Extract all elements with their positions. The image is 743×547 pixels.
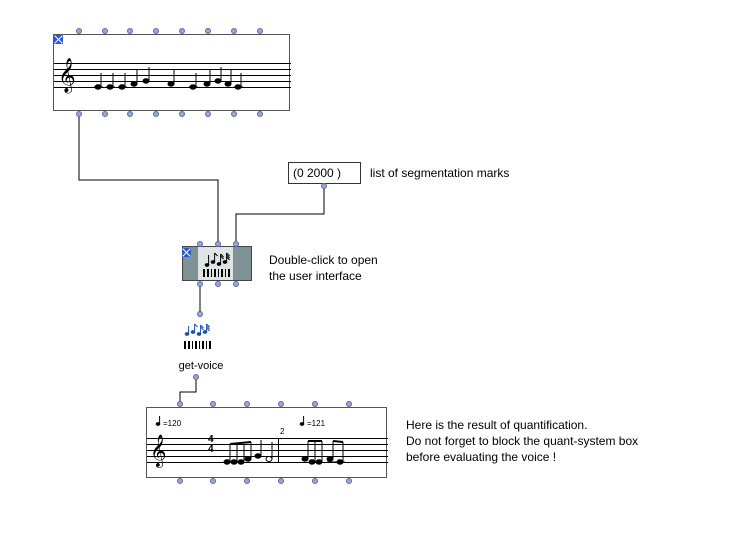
outlet[interactable] (346, 478, 352, 484)
inlet[interactable] (197, 241, 203, 247)
chord-seq-box[interactable]: 𝄞 (53, 34, 291, 111)
treble-clef-icon: 𝄞 (58, 58, 76, 94)
segmentation-list-value: (0 2000 ) (293, 166, 342, 180)
outlet[interactable] (197, 281, 203, 287)
inlet[interactable] (244, 401, 250, 407)
inlet[interactable] (76, 28, 82, 34)
inlet[interactable] (102, 28, 108, 34)
inlet[interactable] (197, 311, 203, 317)
lock-icon[interactable] (182, 248, 191, 257)
inlet[interactable] (179, 28, 185, 34)
outlet[interactable] (205, 111, 211, 117)
measure-number: 2 (280, 427, 285, 436)
segmentation-list-box[interactable]: (0 2000 ) (288, 162, 361, 184)
outlet[interactable] (102, 111, 108, 117)
get-voice-box[interactable]: get-voice (178, 320, 223, 374)
tempo-mark-2: =121 (307, 419, 326, 428)
quant-system-box[interactable] (182, 246, 252, 281)
inlet[interactable] (177, 401, 183, 407)
chord-seq-staff: 𝄞 (54, 58, 291, 94)
outlet[interactable] (312, 478, 318, 484)
inlet[interactable] (205, 28, 211, 34)
result-label: Here is the result of quantification. Do… (406, 418, 639, 464)
outlet[interactable] (179, 111, 185, 117)
quant-notes-icon (203, 252, 230, 277)
inlet[interactable] (215, 241, 221, 247)
voice-box[interactable]: 𝄞 =120 =121 2 4 4 (146, 407, 388, 478)
treble-clef-icon: 𝄞 (150, 434, 167, 468)
outlet[interactable] (231, 111, 237, 117)
outlet[interactable] (244, 478, 250, 484)
get-voice-label: get-voice (178, 360, 224, 372)
outlet[interactable] (257, 111, 263, 117)
outlet[interactable] (193, 374, 199, 380)
tempo-mark-1: =120 (163, 419, 182, 428)
time-signature-numerator: 4 (208, 434, 214, 445)
time-signature-denominator: 4 (208, 444, 214, 455)
inlet[interactable] (153, 28, 159, 34)
outlet[interactable] (177, 478, 183, 484)
inlet[interactable] (233, 241, 239, 247)
outlet[interactable] (278, 478, 284, 484)
outlet[interactable] (127, 111, 133, 117)
outlet[interactable] (321, 183, 327, 189)
outlet[interactable] (153, 111, 159, 117)
double-click-label: Double-click to open the user interface (269, 253, 378, 283)
segmentation-label: list of segmentation marks (370, 166, 510, 180)
outlet[interactable] (210, 478, 216, 484)
voice-staff: 𝄞 (147, 416, 388, 468)
outlet[interactable] (215, 281, 221, 287)
inlet[interactable] (312, 401, 318, 407)
outlet[interactable] (233, 281, 239, 287)
outlet[interactable] (76, 111, 82, 117)
get-voice-icon (184, 323, 211, 349)
inlet[interactable] (278, 401, 284, 407)
inlet[interactable] (127, 28, 133, 34)
lock-icon[interactable] (54, 35, 63, 44)
inlet[interactable] (231, 28, 237, 34)
inlet[interactable] (257, 28, 263, 34)
inlet[interactable] (210, 401, 216, 407)
inlet[interactable] (346, 401, 352, 407)
